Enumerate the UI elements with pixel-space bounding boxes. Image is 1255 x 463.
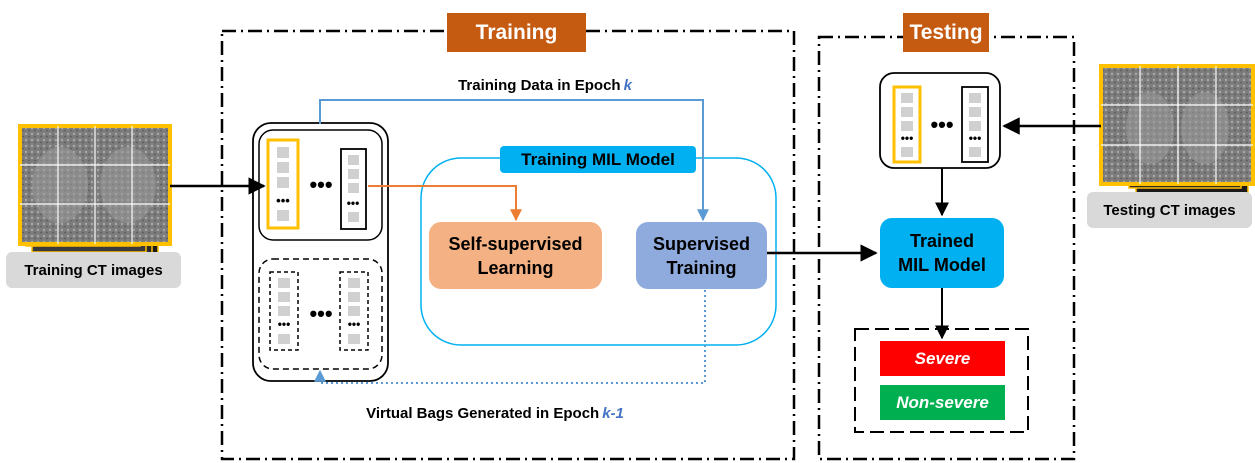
ellipsis-icon: •••	[930, 112, 953, 137]
non-severe-box	[880, 385, 1005, 420]
supervised-line1: Supervised	[652, 233, 751, 254]
severe-label: Severe	[914, 348, 971, 368]
trained-line1: Trained	[909, 231, 975, 251]
trained-model-label: Trained MIL Model	[880, 218, 1004, 288]
supervised-line2: Training	[666, 257, 737, 278]
svg-text:•••: •••	[276, 193, 290, 208]
virtual-var: k-1	[602, 404, 624, 422]
svg-text:•••: •••	[278, 317, 291, 331]
svg-text:•••: •••	[901, 131, 914, 145]
epoch-data-text: Training Data in Epoch	[458, 76, 621, 94]
ellipsis-icon: •••	[309, 301, 332, 326]
svg-text:•••: •••	[348, 317, 361, 331]
bag-column-icon: •••	[892, 85, 922, 164]
trained-model-box	[880, 218, 1004, 288]
testing-bags-container	[879, 72, 1001, 169]
severe-box	[880, 341, 1005, 376]
self-supervised-line2: Learning	[477, 257, 554, 278]
testing-ct-tag-bg	[1087, 192, 1252, 228]
arrow-to-self-supervised	[368, 185, 522, 222]
self-supervised-box	[429, 222, 602, 289]
self-supervised-line1: Self-supervised	[448, 233, 583, 254]
supervised-label: Supervised Training	[636, 222, 767, 289]
training-header-bg	[447, 13, 586, 52]
virtual-bag-column-icon: •••	[269, 271, 299, 351]
training-ct-tag-bg	[6, 252, 181, 288]
training-ct-label: Training CT images	[24, 261, 163, 279]
ellipsis-icon: •••	[309, 172, 332, 197]
training-ct-stack-icon	[18, 124, 172, 265]
self-supervised-label: Self-supervised Learning	[429, 222, 602, 289]
bag-column-icon: •••	[961, 86, 989, 163]
arrow-virtual-bags	[314, 290, 706, 384]
testing-ct-label: Testing CT images	[1103, 201, 1236, 219]
svg-text:•••: •••	[969, 131, 982, 145]
training-section-title: Training	[475, 20, 558, 44]
testing-section-title: Testing	[909, 20, 983, 44]
virtual-bags-caption: Virtual Bags Generated in Epoch k-1	[330, 401, 660, 425]
trained-line2: MIL Model	[898, 255, 986, 275]
testing-header-bg	[903, 13, 989, 52]
training-mil-title: Training MIL Model	[521, 149, 675, 169]
virtual-bag-column-icon: •••	[339, 271, 369, 351]
arrow-epoch-data	[319, 99, 709, 222]
training-mil-title-bg	[500, 146, 696, 173]
testing-ct-stack-icon	[1099, 64, 1255, 195]
epoch-data-caption: Training Data in Epoch k	[400, 74, 690, 96]
supervised-box	[636, 222, 767, 289]
svg-text:•••: •••	[347, 196, 360, 210]
epoch-var: k	[623, 76, 632, 94]
non-severe-label: Non-severe	[896, 392, 989, 412]
bag-column-icon: •••	[266, 138, 300, 230]
virtual-bags-text: Virtual Bags Generated in Epoch	[366, 404, 600, 422]
bag-column-icon: •••	[340, 148, 367, 230]
